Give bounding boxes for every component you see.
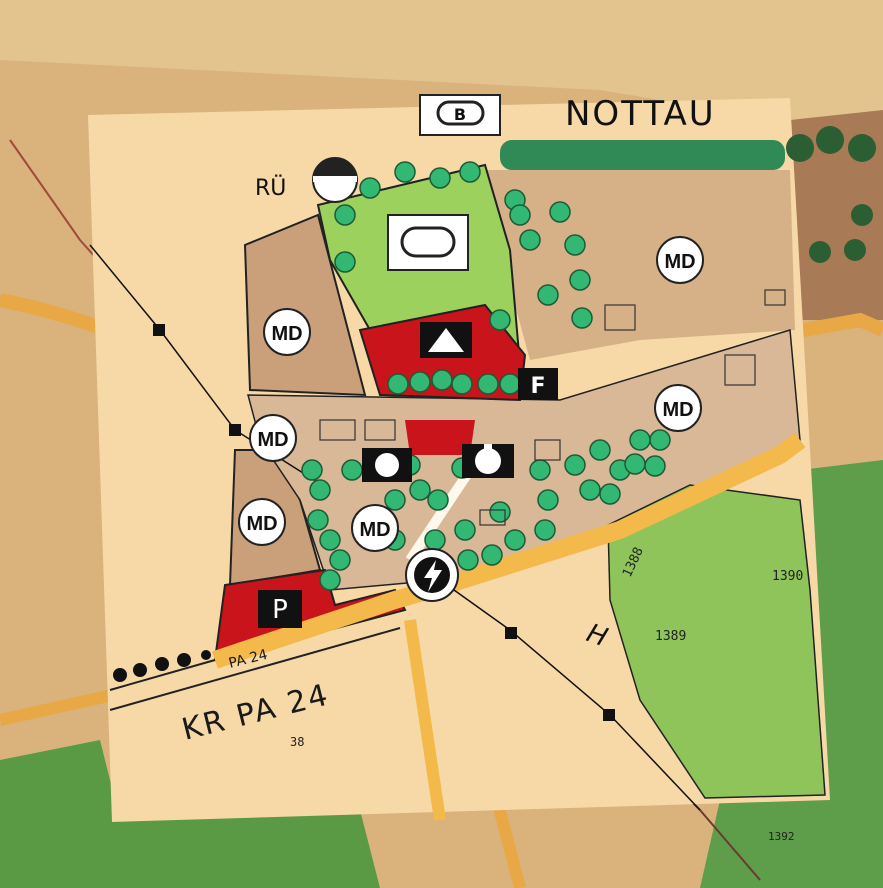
tree-icon <box>431 369 453 391</box>
b-label: B <box>454 105 466 124</box>
tree-icon <box>309 479 331 501</box>
ru-marker <box>312 157 358 203</box>
parking-label: P <box>272 595 288 625</box>
tree-icon <box>477 373 499 395</box>
tree-icon <box>459 161 481 183</box>
ru-label: RÜ <box>255 175 286 201</box>
md-zone-right <box>485 170 795 360</box>
md-marker: MD <box>263 308 311 356</box>
tree-icon <box>579 479 601 501</box>
sports-field <box>387 214 469 271</box>
tree-icon <box>341 459 363 481</box>
f-marker: F <box>518 368 558 400</box>
boundary-marker <box>229 424 241 436</box>
triangle-icon <box>420 322 472 358</box>
tree-icon <box>454 519 476 541</box>
chapel-icon <box>462 444 514 478</box>
tree-icon <box>481 544 503 566</box>
tree-icon <box>301 459 323 481</box>
tree-icon <box>624 453 646 475</box>
parcel-number: 1392 <box>768 830 795 843</box>
md-marker: MD <box>351 504 399 552</box>
tree-icon <box>489 501 511 523</box>
tree-group <box>301 161 671 591</box>
tree-icon <box>387 373 409 395</box>
building-icon <box>362 448 412 482</box>
forest-area <box>607 484 826 799</box>
dotted-boundary <box>113 650 211 682</box>
background-forest-bottom-left <box>0 740 380 888</box>
side-road-down <box>404 619 446 821</box>
tree-icon <box>564 454 586 476</box>
tree-icon <box>599 483 621 505</box>
tree-icon <box>499 373 521 395</box>
background-dark-band <box>790 110 883 320</box>
tree-icon <box>489 309 511 331</box>
tree-icon <box>569 269 591 291</box>
tree-icon <box>534 519 556 541</box>
b-marker: B <box>419 94 501 136</box>
parcel-number: 1389 <box>655 629 686 644</box>
tree-icon <box>644 455 666 477</box>
tree-icon <box>307 509 329 531</box>
tree-icon <box>537 284 559 306</box>
parking-icon: P <box>258 590 302 628</box>
md-marker: MD <box>249 414 297 462</box>
tree-icon <box>629 429 651 451</box>
md-label: MD <box>257 429 288 451</box>
tree-icon <box>519 229 541 251</box>
tree-icon <box>409 479 431 501</box>
red-zone-building <box>405 420 475 455</box>
f-label: F <box>530 374 545 399</box>
place-name: NOTTAU <box>565 94 716 134</box>
tree-icon <box>529 459 551 481</box>
background-meadow <box>0 0 883 300</box>
tree-icon <box>334 204 356 226</box>
tree-icon <box>334 251 356 273</box>
tree-icon <box>457 549 479 571</box>
md-marker: MD <box>654 384 702 432</box>
tree-icon <box>319 529 341 551</box>
tree-icon <box>649 429 671 451</box>
boundary-marker <box>603 709 615 721</box>
boundary-marker <box>153 324 165 336</box>
tree-icon <box>424 529 446 551</box>
building-shapes <box>319 289 786 526</box>
tree-icon <box>451 373 473 395</box>
tree-icon <box>319 569 341 591</box>
md-marker: MD <box>656 236 704 284</box>
tree-icon <box>384 489 406 511</box>
md-label: MD <box>271 323 302 345</box>
tree-icon <box>394 161 416 183</box>
md-label: MD <box>664 251 695 273</box>
tree-icon <box>509 204 531 226</box>
tree-icon <box>409 371 431 393</box>
parcel-number: 38 <box>290 735 304 749</box>
tree-icon <box>504 529 526 551</box>
lightning-icon <box>405 548 459 602</box>
tree-icon <box>571 307 593 329</box>
md-label: MD <box>246 513 277 535</box>
tree-icon <box>537 489 559 511</box>
tree-icon <box>329 549 351 571</box>
tree-icon <box>589 439 611 461</box>
md-label: MD <box>662 399 693 421</box>
boundary-marker <box>505 627 517 639</box>
main-road-edge <box>109 627 401 711</box>
boundary-line-right <box>439 579 701 811</box>
hedge-row <box>500 126 876 263</box>
parcel-number: 1390 <box>772 569 803 584</box>
tree-icon <box>429 167 451 189</box>
tree-icon <box>427 489 449 511</box>
main-road <box>212 432 806 669</box>
tree-icon <box>564 234 586 256</box>
tree-icon <box>359 177 381 199</box>
background-forest-right <box>700 460 883 888</box>
tree-icon <box>549 201 571 223</box>
path-white <box>405 467 475 563</box>
md-marker: MD <box>238 498 286 546</box>
md-label: MD <box>359 519 390 541</box>
